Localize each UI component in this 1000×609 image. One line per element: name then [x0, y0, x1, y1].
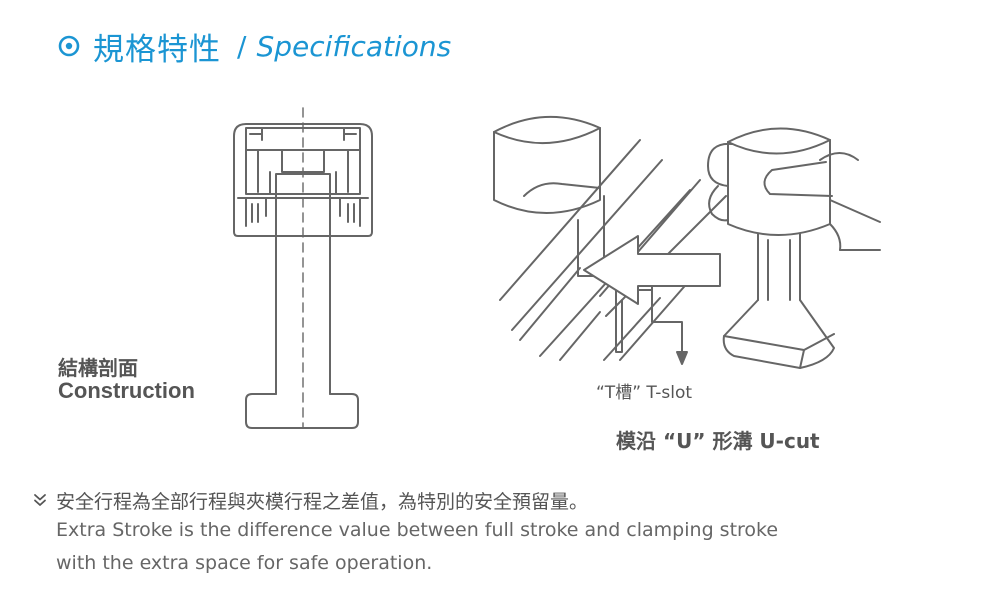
note-text-en-2: with the extra space for safe operation.	[56, 552, 433, 574]
page-header: 規格特性 / Specifications	[55, 22, 451, 70]
note-text-zh: 安全行程為全部行程與夾模行程之差值，為特別的安全預留量。	[56, 490, 589, 513]
title-separator: /	[237, 29, 247, 63]
double-chevron-down-icon	[34, 494, 46, 506]
tslot-ucut-illustration	[493, 115, 727, 365]
extra-stroke-note: 安全行程為全部行程與夾模行程之差值，為特別的安全預留量。 Extra Strok…	[32, 486, 962, 580]
construction-label-zh: 結構剖面	[58, 356, 138, 380]
specification-diagram	[233, 107, 881, 429]
target-icon	[58, 35, 80, 57]
tslot-label: “T槽” T-slot	[596, 383, 693, 403]
construction-cross-section	[233, 107, 373, 429]
page-title-en: Specifications	[256, 29, 452, 63]
hand-with-clamp	[707, 127, 881, 369]
note-line-zh: 安全行程為全部行程與夾模行程之差值，為特別的安全預留量。	[32, 486, 962, 514]
note-text-en-1: Extra Stroke is the difference value bet…	[56, 519, 779, 541]
ucut-label: 模沿 “U” 形溝 U-cut	[616, 429, 820, 453]
construction-label-en: Construction	[58, 378, 195, 403]
page-title-zh: 規格特性	[93, 31, 221, 68]
